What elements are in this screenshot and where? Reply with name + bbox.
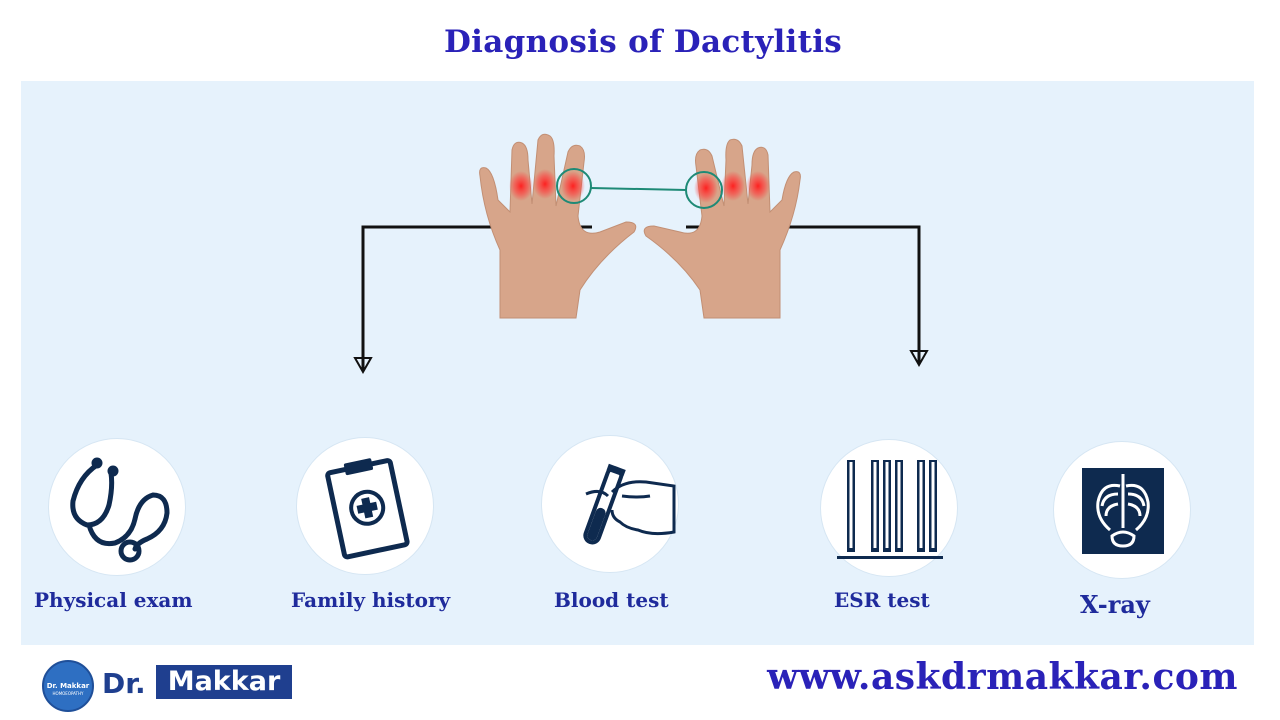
test-label-family-history: Family history	[291, 588, 451, 612]
xray-circle	[1053, 441, 1191, 579]
medical-clipboard-icon	[325, 458, 410, 560]
test-label-blood-test: Blood test	[554, 588, 669, 612]
stethoscope-icon	[70, 457, 170, 563]
joint-highlight	[556, 168, 723, 209]
esr-test-circle	[820, 439, 958, 577]
logo-prefix: Dr.	[102, 667, 146, 700]
chest-xray-icon	[1082, 468, 1164, 554]
inflammation-marks	[509, 169, 770, 203]
logo-name: Makkar	[156, 665, 292, 699]
family-history-circle	[296, 437, 434, 575]
test-label-physical-exam: Physical exam	[34, 588, 193, 612]
inflamed-hands-icon	[479, 133, 801, 319]
test-label-esr-test: ESR test	[834, 588, 930, 612]
blood-test-tube-icon	[583, 463, 676, 545]
connector-lines	[361, 225, 921, 370]
arrow-left	[353, 357, 373, 375]
test-label-xray: X-ray	[1080, 590, 1150, 619]
page-title: Diagnosis of Dactylitis	[443, 24, 843, 60]
blood-test-circle	[541, 435, 679, 573]
website-link[interactable]: www.askdrmakkar.com	[767, 656, 1238, 698]
arrow-right	[909, 350, 929, 368]
esr-tubes-icon	[837, 460, 943, 559]
physical-exam-circle	[48, 438, 186, 576]
logo-badge-icon: Dr. Makkar HOMOEOPATHY	[42, 660, 94, 712]
